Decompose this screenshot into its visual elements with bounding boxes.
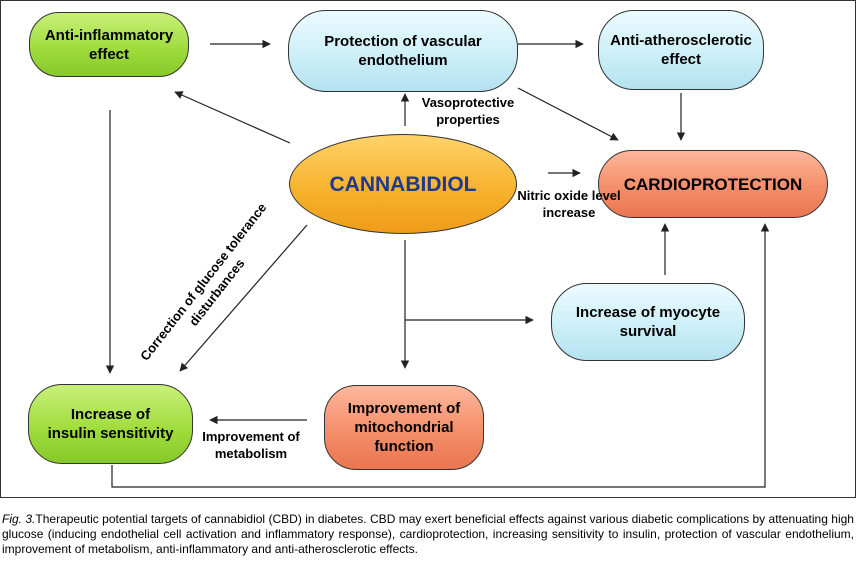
label-nitric-oxide: Nitric oxide level increase bbox=[517, 188, 621, 220]
node-cannabidiol: CANNABIDIOL bbox=[289, 134, 517, 234]
node-cardioprotection: CARDIOPROTECTION bbox=[598, 150, 828, 218]
label-metabolism: Improvement of metabolism bbox=[202, 429, 300, 461]
diagram-figure: Anti-inflammatory effect Protection of v… bbox=[0, 0, 856, 498]
label-vasoprotective: Vasoprotective properties bbox=[421, 95, 515, 127]
caption-text: Therapeutic potential targets of cannabi… bbox=[2, 512, 854, 556]
figure-caption: Fig. 3.Therapeutic potential targets of … bbox=[2, 512, 854, 557]
caption-figure-label: Fig. 3. bbox=[2, 512, 36, 526]
diagram-connectors bbox=[0, 0, 856, 498]
arrow-endothelium-to-cardioprotection bbox=[517, 87, 619, 141]
arrow-cannabidiol-to-antiinflammatory bbox=[174, 91, 291, 144]
arrow-cannabidiol-to-insulin bbox=[179, 224, 308, 372]
node-anti-inflammatory: Anti-inflammatory effect bbox=[29, 12, 189, 77]
node-anti-atherosclerotic: Anti-atherosclerotic effect bbox=[598, 10, 764, 90]
node-myocyte-survival: Increase of myocyte survival bbox=[551, 283, 745, 361]
arrow-insulin-to-cardioprotection bbox=[111, 223, 770, 488]
node-insulin-sensitivity: Increase of insulin sensitivity bbox=[28, 384, 193, 464]
node-mitochondrial-function: Improvement of mitochondrial function bbox=[324, 385, 484, 470]
node-protection-endothelium: Protection of vascular endothelium bbox=[288, 10, 518, 92]
